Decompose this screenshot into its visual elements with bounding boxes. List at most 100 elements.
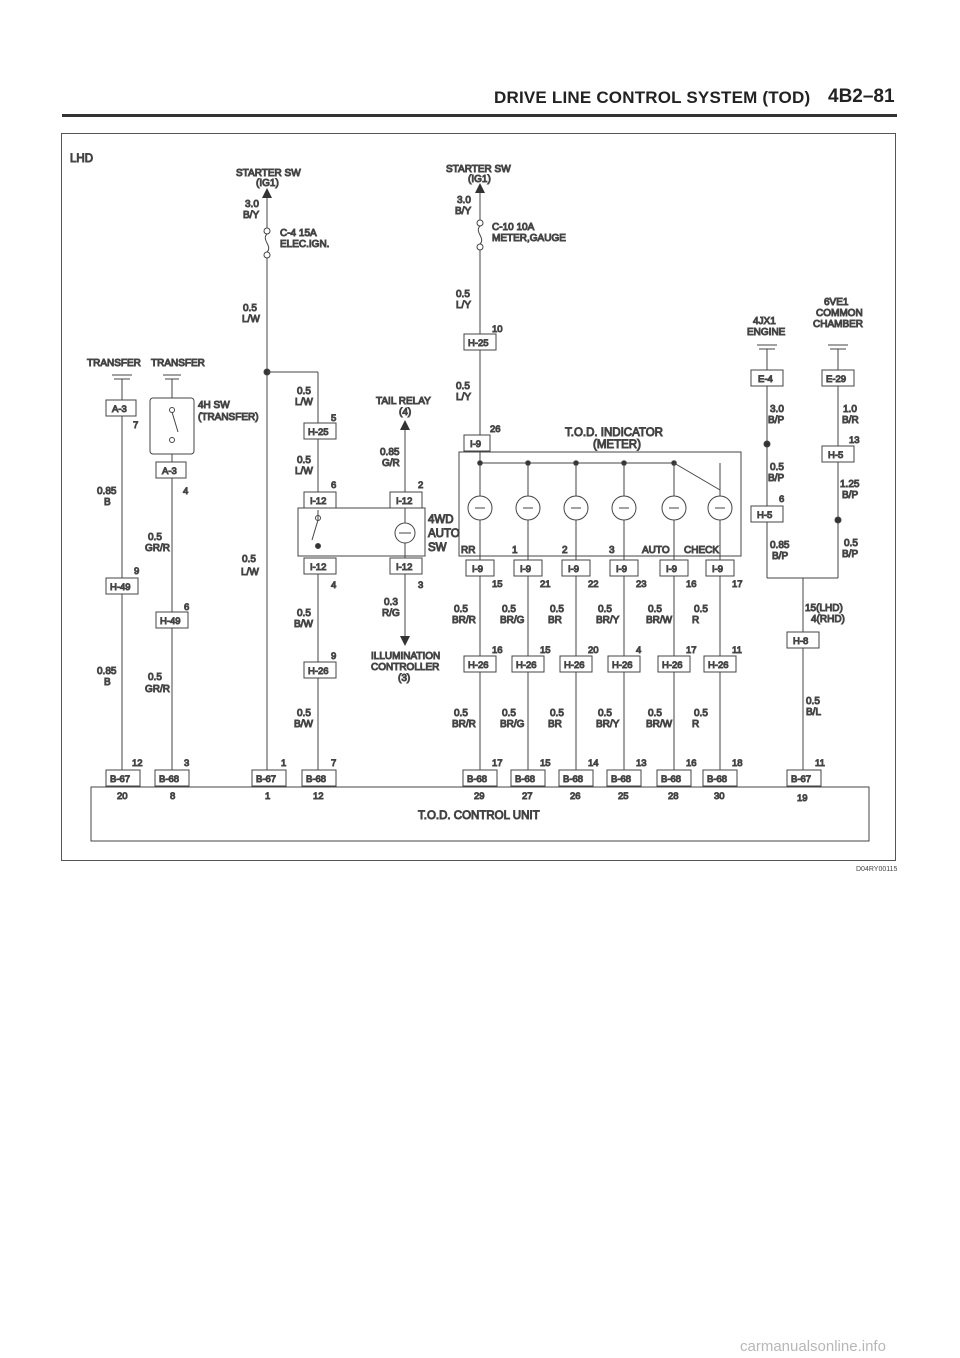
svg-text:B/R: B/R bbox=[842, 415, 859, 426]
svg-text:I-12: I-12 bbox=[396, 496, 412, 507]
svg-text:L/Y: L/Y bbox=[456, 300, 471, 311]
wire-size: 0.5 bbox=[648, 708, 662, 719]
pin-label: 4 bbox=[636, 645, 641, 656]
svg-text:I-12: I-12 bbox=[396, 562, 412, 573]
svg-text:B-68: B-68 bbox=[306, 774, 326, 785]
svg-text:0.5: 0.5 bbox=[297, 708, 311, 719]
connector-b68 bbox=[656, 769, 692, 787]
h8-ground-merge: 15(LHD) 4(RHD) H-8 0.5 B/L bbox=[767, 577, 845, 770]
wire-size: 0.5 bbox=[502, 604, 516, 615]
svg-text:10: 10 bbox=[492, 324, 503, 335]
svg-text:9: 9 bbox=[134, 566, 139, 577]
svg-text:STARTER SW: STARTER SW bbox=[446, 164, 511, 175]
pin-label: 23 bbox=[636, 579, 647, 590]
svg-text:0.3: 0.3 bbox=[384, 597, 398, 608]
pin-label: 28 bbox=[668, 791, 679, 802]
svg-text:0.5: 0.5 bbox=[297, 608, 311, 619]
connector-label: H-26 bbox=[516, 660, 537, 671]
connector-label: I-9 bbox=[568, 564, 579, 575]
4wd-auto-sw-box bbox=[297, 507, 426, 557]
svg-text:3: 3 bbox=[418, 580, 423, 591]
svg-text:6: 6 bbox=[779, 494, 784, 505]
pin-label: 16 bbox=[686, 579, 697, 590]
4wd-auto-sw-circuit: 0.5 L/W 5 H-25 0.5 L/W 6 I-12 I-12 4 0.5… bbox=[294, 372, 460, 770]
connector-label: B-68 bbox=[661, 774, 681, 785]
svg-text:CONTROLLER: CONTROLLER bbox=[371, 662, 439, 673]
svg-text:(METER): (METER) bbox=[593, 439, 641, 451]
svg-text:0.5: 0.5 bbox=[456, 289, 470, 300]
lamp-label: 2 bbox=[562, 545, 568, 556]
wire-color: BR/R bbox=[452, 719, 476, 730]
svg-text:C-10 10A: C-10 10A bbox=[492, 222, 535, 233]
svg-text:7: 7 bbox=[331, 758, 336, 769]
svg-text:3: 3 bbox=[184, 758, 189, 769]
svg-text:A-3: A-3 bbox=[112, 404, 127, 415]
pin-label: 18 bbox=[732, 758, 743, 769]
svg-text:GR/R: GR/R bbox=[145, 684, 170, 695]
lamp-label: RR bbox=[461, 545, 475, 556]
svg-text:1.0: 1.0 bbox=[843, 404, 857, 415]
pin-label: 29 bbox=[474, 791, 485, 802]
page-number: 4B2–81 bbox=[828, 86, 895, 107]
tod-indicator-circuit: STARTER SW (IG1) 3.0 B/Y C-10 10A METER,… bbox=[446, 164, 742, 557]
svg-text:3.0: 3.0 bbox=[770, 404, 784, 415]
connector-label: I-9 bbox=[472, 564, 483, 575]
svg-text:(IG1): (IG1) bbox=[468, 174, 491, 185]
svg-text:I-9: I-9 bbox=[470, 439, 481, 450]
svg-text:12: 12 bbox=[313, 791, 324, 802]
svg-text:H-5: H-5 bbox=[828, 450, 843, 461]
wire-color: BR/R bbox=[452, 615, 476, 626]
pin-label: 17 bbox=[732, 579, 743, 590]
svg-text:3.0: 3.0 bbox=[245, 199, 259, 210]
svg-text:B/P: B/P bbox=[842, 490, 858, 501]
connector-b68 bbox=[558, 769, 594, 787]
wire-size: 0.5 bbox=[502, 708, 516, 719]
svg-text:4: 4 bbox=[331, 580, 336, 591]
wire-color: BR/Y bbox=[596, 615, 620, 626]
svg-text:COMMON: COMMON bbox=[816, 308, 863, 319]
svg-text:20: 20 bbox=[117, 791, 128, 802]
svg-text:4WD: 4WD bbox=[428, 514, 454, 526]
svg-text:B: B bbox=[104, 497, 111, 508]
svg-text:TRANSFER: TRANSFER bbox=[151, 358, 205, 369]
4h-switch-box bbox=[149, 397, 195, 455]
svg-text:1: 1 bbox=[265, 791, 270, 802]
svg-text:B/W: B/W bbox=[294, 719, 313, 730]
svg-text:B-67: B-67 bbox=[256, 774, 276, 785]
svg-text:6: 6 bbox=[184, 602, 189, 613]
wire-size: 0.5 bbox=[598, 708, 612, 719]
wire-size: 0.5 bbox=[550, 604, 564, 615]
svg-text:B-67: B-67 bbox=[110, 774, 130, 785]
svg-text:5: 5 bbox=[331, 413, 336, 424]
svg-text:H-25: H-25 bbox=[308, 427, 329, 438]
pin-label: 17 bbox=[686, 645, 697, 656]
svg-text:0.5: 0.5 bbox=[770, 462, 784, 473]
svg-text:B/W: B/W bbox=[294, 619, 313, 630]
svg-text:L/W: L/W bbox=[242, 314, 260, 325]
lamp-label: 1 bbox=[512, 545, 518, 556]
svg-text:(4): (4) bbox=[399, 407, 411, 418]
svg-text:H-49: H-49 bbox=[160, 616, 181, 627]
lamp-label: AUTO bbox=[642, 545, 670, 556]
engine-4jx1-circuit: 4JX1 ENGINE E-4 3.0 B/P 0.5 B/P 6 H-5 0.… bbox=[747, 316, 790, 578]
svg-text:1: 1 bbox=[281, 758, 286, 769]
figure-id: D04RY00115 bbox=[856, 866, 898, 873]
svg-text:B/P: B/P bbox=[772, 551, 788, 562]
svg-text:B-67: B-67 bbox=[791, 774, 811, 785]
svg-text:AUTO: AUTO bbox=[428, 528, 460, 540]
svg-text:ENGINE: ENGINE bbox=[747, 327, 786, 338]
connector-label: H-26 bbox=[468, 660, 489, 671]
wire-color: BR/W bbox=[646, 719, 673, 730]
svg-text:E-29: E-29 bbox=[826, 374, 846, 385]
pin-label: 20 bbox=[588, 645, 599, 656]
svg-text:0.85: 0.85 bbox=[97, 666, 117, 677]
connector-label: I-9 bbox=[712, 564, 723, 575]
svg-text:I-12: I-12 bbox=[310, 562, 326, 573]
starter-sw-1: STARTER SW (IG1) 3.0 B/Y C-4 15A ELEC.IG… bbox=[236, 168, 330, 770]
svg-text:L/W: L/W bbox=[295, 397, 313, 408]
wire-color: BR bbox=[548, 719, 562, 730]
svg-text:L/Y: L/Y bbox=[456, 392, 471, 403]
pin-label: 25 bbox=[618, 791, 629, 802]
control-unit-connectors: B-67 12 20 B-68 3 8 B-67 1 1 B-68 7 12 B… bbox=[105, 758, 825, 805]
